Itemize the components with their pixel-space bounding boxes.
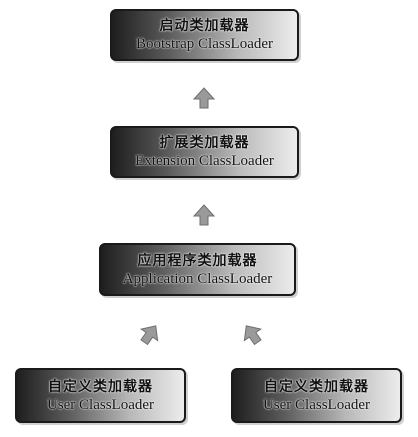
extension-english-label: Extension ClassLoader (135, 153, 274, 169)
application-english-label: Application ClassLoader (122, 270, 273, 287)
application-chinese-label: 应用程序类加载器 (137, 252, 258, 269)
bootstrap-classloader-box: 启动类加载器 Bootstrap ClassLoader (110, 9, 299, 61)
user-left-english-label: User ClassLoader (46, 396, 155, 413)
user-right-english-label: User ClassLoader (262, 396, 371, 413)
bootstrap-chinese-label: 启动类加载器 (159, 18, 250, 34)
bootstrap-english-label: Bootstrap ClassLoader (135, 36, 274, 52)
up-arrow-icon (192, 87, 216, 109)
diagonal-arrow-icon (243, 325, 262, 346)
user-left-chinese-label: 自定义类加载器 (48, 378, 153, 395)
diagonal-arrow-icon (140, 325, 159, 346)
up-arrow-icon (192, 204, 216, 226)
user-classloader-box-left: 自定义类加载器 User ClassLoader (15, 368, 186, 423)
extension-classloader-box: 扩展类加载器 Extension ClassLoader (110, 126, 299, 178)
user-right-chinese-label: 自定义类加载器 (264, 378, 369, 395)
application-classloader-box: 应用程序类加载器 Application ClassLoader (99, 243, 296, 296)
user-classloader-box-right: 自定义类加载器 User ClassLoader (231, 368, 402, 423)
extension-chinese-label: 扩展类加载器 (159, 135, 250, 151)
